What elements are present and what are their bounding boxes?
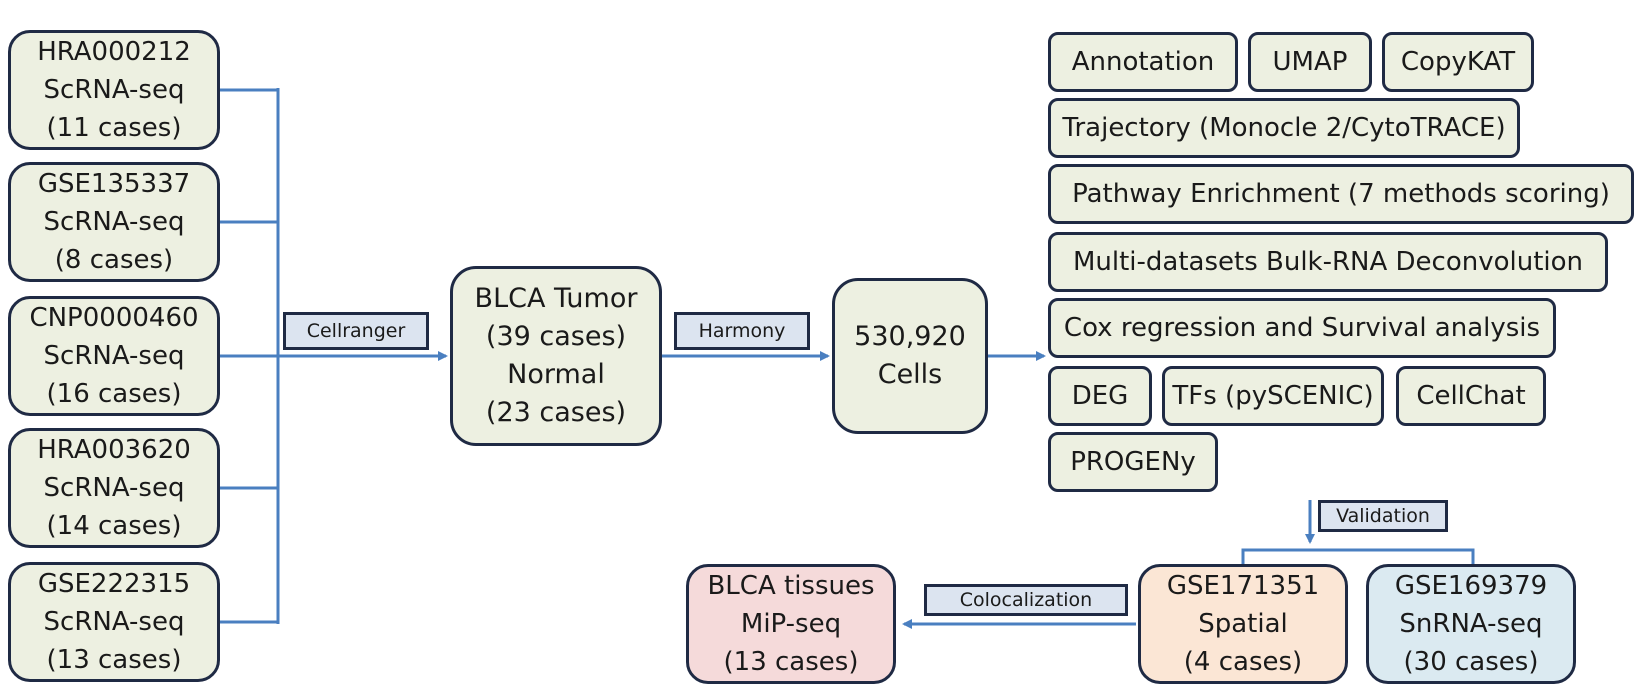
harmony-label: Harmony xyxy=(674,312,810,350)
analysis-bulk-deconvolution: Multi-datasets Bulk-RNA Deconvolution xyxy=(1048,232,1608,292)
dataset-cases: (8 cases) xyxy=(54,245,174,275)
dataset-cases: (11 cases) xyxy=(46,113,182,143)
validation-label: Validation xyxy=(1318,500,1448,532)
analysis-pathway-enrichment: Pathway Enrichment (7 methods scoring) xyxy=(1048,164,1634,224)
dataset-type: Spatial xyxy=(1198,609,1288,639)
dataset-id: GSE169379 xyxy=(1394,571,1548,601)
analysis-copykat: CopyKAT xyxy=(1382,32,1534,92)
dataset-box-gse222315: GSE222315 ScRNA-seq (13 cases) xyxy=(8,562,220,682)
dataset-box-hra000212: HRA000212 ScRNA-seq (11 cases) xyxy=(8,30,220,150)
dataset-id: HRA000212 xyxy=(37,37,191,67)
normal-cases: (23 cases) xyxy=(485,397,627,428)
analysis-annotation: Annotation xyxy=(1048,32,1238,92)
analysis-umap: UMAP xyxy=(1248,32,1372,92)
colocalization-label: Colocalization xyxy=(924,584,1128,616)
dataset-cases: (4 cases) xyxy=(1183,647,1303,677)
dataset-id: GSE135337 xyxy=(37,169,191,199)
dataset-id: GSE222315 xyxy=(37,569,191,599)
mip-tissue-label: BLCA tissues xyxy=(707,571,875,601)
analysis-tfs-pyscenic: TFs (pySCENIC) xyxy=(1162,366,1384,426)
tumor-label: BLCA Tumor xyxy=(474,283,638,314)
dataset-type: ScRNA-seq xyxy=(43,607,185,637)
dataset-id: GSE171351 xyxy=(1166,571,1320,601)
dataset-type: ScRNA-seq xyxy=(43,473,185,503)
dataset-box-cnp0000460: CNP0000460 ScRNA-seq (16 cases) xyxy=(8,296,220,416)
dataset-box-gse135337: GSE135337 ScRNA-seq (8 cases) xyxy=(8,162,220,282)
mip-cases: (13 cases) xyxy=(723,647,859,677)
tumor-cases: (39 cases) xyxy=(485,321,627,352)
validation-box-gse171351: GSE171351 Spatial (4 cases) xyxy=(1138,564,1348,684)
validation-box-gse169379: GSE169379 SnRNA-seq (30 cases) xyxy=(1366,564,1576,684)
cellranger-label: Cellranger xyxy=(283,312,429,350)
analysis-cellchat: CellChat xyxy=(1396,366,1546,426)
dataset-type: ScRNA-seq xyxy=(43,341,185,371)
dataset-type: ScRNA-seq xyxy=(43,207,185,237)
dataset-id: HRA003620 xyxy=(37,435,191,465)
cell-unit: Cells xyxy=(877,359,943,390)
analysis-trajectory: Trajectory (Monocle 2/CytoTRACE) xyxy=(1048,98,1520,158)
dataset-cases: (16 cases) xyxy=(46,379,182,409)
dataset-cases: (14 cases) xyxy=(46,511,182,541)
validation-bracket xyxy=(1241,548,1475,564)
normal-label: Normal xyxy=(507,359,605,390)
dataset-type: ScRNA-seq xyxy=(43,75,185,105)
dataset-id: CNP0000460 xyxy=(29,303,199,333)
analysis-cox-survival: Cox regression and Survival analysis xyxy=(1048,298,1556,358)
dataset-cases: (13 cases) xyxy=(46,645,182,675)
cell-count-box: 530,920 Cells xyxy=(832,278,988,434)
dataset-type: SnRNA-seq xyxy=(1399,609,1543,639)
analysis-deg: DEG xyxy=(1048,366,1152,426)
mip-method-label: MiP-seq xyxy=(740,609,842,639)
merged-cohort-box: BLCA Tumor (39 cases) Normal (23 cases) xyxy=(450,266,662,446)
mip-seq-box: BLCA tissues MiP-seq (13 cases) xyxy=(686,564,896,684)
analysis-progeny: PROGENy xyxy=(1048,432,1218,492)
dataset-cases: (30 cases) xyxy=(1403,647,1539,677)
cell-count: 530,920 xyxy=(854,321,966,352)
dataset-box-hra003620: HRA003620 ScRNA-seq (14 cases) xyxy=(8,428,220,548)
